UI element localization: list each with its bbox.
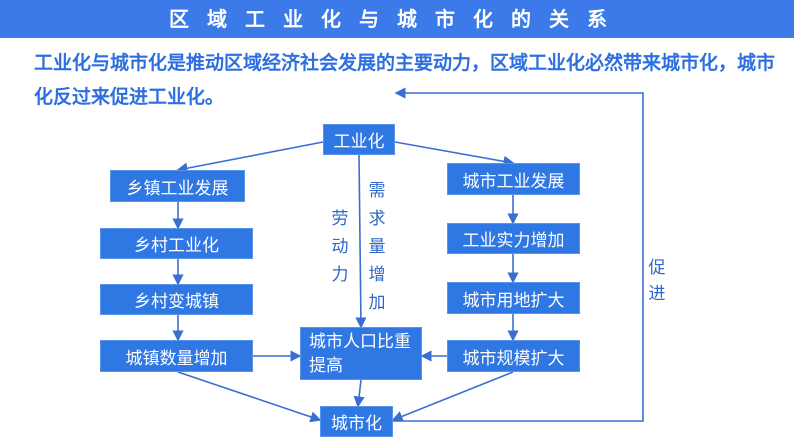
arrow [355, 154, 367, 329]
labor-label: 劳动力 [331, 209, 349, 285]
left-box-1: 乡镇工业发展 [110, 170, 245, 202]
left-box-3: 乡村变城镇 [100, 284, 253, 315]
page-title: 区域工业化与城市化的关系 [0, 0, 794, 38]
urbanization-box: 城市化 [320, 406, 393, 437]
industrialization-box: 工业化 [323, 124, 395, 155]
demand-label: 需求量增加 [368, 181, 386, 313]
left-box-4: 城镇数量增加 [100, 340, 253, 372]
intro-text: 工业化与城市化是推动区域经济社会发展的主要动力，区域工业化必然带来城市化，城市化… [34, 52, 776, 108]
right-box-3: 城市用地扩大 [447, 282, 580, 314]
arrow [391, 371, 514, 422]
arrow [176, 141, 324, 174]
left-box-2: 乡村工业化 [100, 228, 253, 259]
right-box-1: 城市工业发展 [447, 163, 580, 195]
arrow [353, 379, 365, 408]
center-box: 城市人口比重提高 [300, 327, 422, 380]
arrow [393, 87, 644, 422]
right-box-4: 城市规模扩大 [447, 340, 580, 372]
arrow [177, 371, 322, 423]
right-box-2: 工业实力增加 [447, 223, 580, 254]
arrow [394, 141, 515, 167]
promote-label: 促进 [648, 258, 666, 304]
